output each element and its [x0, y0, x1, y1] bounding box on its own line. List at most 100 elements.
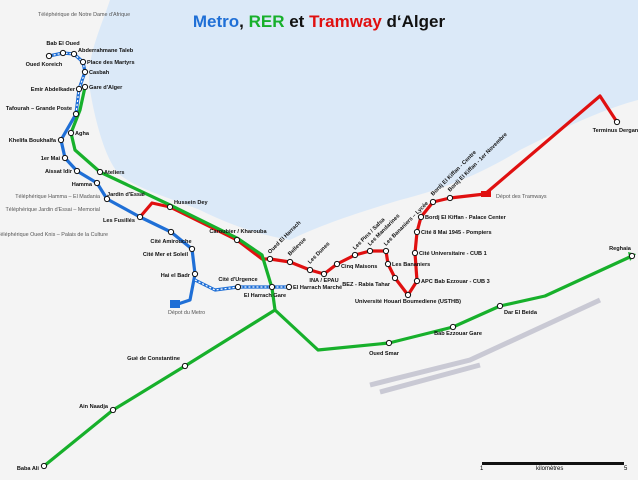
rer-station-label: Gué de Constantine	[127, 356, 180, 362]
tram-station-label: INA / EPAU	[309, 278, 338, 284]
metro-station-marker[interactable]	[167, 228, 175, 236]
map-note: Téléphérique Oued Knis – Palais de la Cu…	[0, 232, 108, 238]
tram-station-marker[interactable]	[446, 194, 454, 202]
map-note: Téléphérique de Notre Dame d'Afrique	[38, 12, 130, 18]
tram-station-marker[interactable]	[413, 277, 421, 285]
rer-station-label: Baba Ali	[17, 466, 40, 472]
rer-station-marker[interactable]	[233, 236, 241, 244]
tram-station-marker[interactable]	[391, 274, 399, 282]
tram-station-marker[interactable]	[351, 251, 359, 259]
tram-station-marker[interactable]	[613, 118, 621, 126]
rer-station-label: Reghaia	[609, 246, 632, 252]
rer-station-marker[interactable]	[628, 252, 636, 260]
scale-bar: 1 kilomètres 5	[478, 462, 628, 472]
tram-station-marker[interactable]	[413, 228, 421, 236]
rer-station-label: Caroubier / Kharouba	[209, 229, 267, 235]
metro-station-marker[interactable]	[234, 283, 242, 291]
rer-station-marker[interactable]	[67, 129, 75, 137]
metro-station-marker[interactable]	[188, 245, 196, 253]
tram-depot	[481, 191, 491, 197]
rer-station-label: Hussein Dey	[174, 200, 208, 206]
title-rest: d‘Alger	[381, 12, 446, 31]
tram-station-marker[interactable]	[266, 255, 274, 263]
rer-station-marker[interactable]	[449, 323, 457, 331]
rer-station-marker[interactable]	[81, 83, 89, 91]
title-sep: ,	[239, 12, 249, 31]
metro-station-label: El Harrach Gare	[244, 293, 286, 299]
metro-station-label: Jardin d'Essai	[107, 192, 145, 198]
metro-station-marker[interactable]	[79, 58, 87, 66]
metro-station-label: Casbah	[89, 70, 110, 76]
metro-station-label: Cité d'Urgence	[218, 277, 257, 283]
rer-station-marker[interactable]	[40, 462, 48, 470]
tram-station-label: Cité 8 Mai 1945 - Pompiers	[421, 230, 492, 236]
metro-station-label: Place des Martyrs	[87, 60, 135, 66]
tram-station-marker[interactable]	[384, 260, 392, 268]
metro-station-label: El Harrach Marché	[293, 285, 342, 291]
metro-station-label: Cité Mer et Soleil	[143, 252, 189, 258]
metro-station-marker[interactable]	[61, 154, 69, 162]
rer-station-label: Bab Ezzouar Gare	[434, 331, 482, 337]
metro-station-marker[interactable]	[285, 283, 293, 291]
rer-station-marker[interactable]	[496, 302, 504, 310]
tram-station-marker[interactable]	[429, 198, 437, 206]
metro-station-marker[interactable]	[93, 179, 101, 187]
rer-station-marker[interactable]	[166, 203, 174, 211]
tram-station-marker[interactable]	[411, 249, 419, 257]
metro-station-marker[interactable]	[57, 136, 65, 144]
rer-station-label: Dar El Beida	[504, 310, 538, 316]
map-note: Téléphérique Jardin d'Essai – Memorial	[5, 207, 100, 213]
title-tram: Tramway	[309, 12, 382, 31]
rer-station-label: Ateliers	[104, 170, 125, 176]
tram-station-label: Les Bananiers	[392, 262, 430, 268]
airport-runway	[369, 297, 602, 395]
metro-station-marker[interactable]	[72, 110, 80, 118]
scale-end: 5	[624, 466, 628, 472]
rer-station-label: Ain Naadja	[79, 404, 109, 410]
title-metro: Metro	[192, 12, 240, 31]
rer-station-marker[interactable]	[109, 406, 117, 414]
tram-station-label: Université Houari Boumediene (USTHB)	[355, 299, 461, 305]
sea	[89, 0, 638, 240]
tram-station-marker[interactable]	[382, 247, 390, 255]
metro-station-label: Tafourah – Grande Poste	[6, 106, 72, 112]
map-note: Dépot des Tramways	[496, 194, 547, 200]
rer-station-marker[interactable]	[96, 168, 104, 176]
rer-station-marker[interactable]	[385, 339, 393, 347]
title-et: et	[284, 12, 310, 31]
tram-station-marker[interactable]	[306, 266, 314, 274]
metro-station-marker[interactable]	[73, 167, 81, 175]
metro-station-marker[interactable]	[136, 213, 144, 221]
tram-station-marker[interactable]	[333, 260, 341, 268]
tram-station-marker[interactable]	[320, 270, 328, 278]
metro-station-marker[interactable]	[268, 283, 276, 291]
metro-station-label: Hamma	[72, 182, 93, 188]
tram-station-label: APC Bab Ezzouar - CUB 3	[421, 279, 490, 285]
tram-station-marker[interactable]	[417, 213, 425, 221]
metro-station-label: Hai el Badr	[161, 273, 191, 279]
metro-station-marker[interactable]	[75, 85, 83, 93]
metro-station-marker[interactable]	[45, 52, 53, 60]
scale-start: 1	[480, 466, 484, 472]
metro-station-marker[interactable]	[103, 195, 111, 203]
rer-station-marker[interactable]	[181, 362, 189, 370]
metro-station-label: Emir Abdelkader	[31, 87, 76, 93]
tram-station-label: BEZ - Rabia Tahar	[342, 282, 391, 288]
metro-station-label: Bab El Oued	[46, 41, 80, 47]
map-note: Dépot du Metro	[168, 310, 205, 316]
metro-station-label: Cité Amirouche	[150, 239, 191, 245]
tram-station-marker[interactable]	[404, 291, 412, 299]
tram-station-marker[interactable]	[366, 247, 374, 255]
metro-station-marker[interactable]	[81, 68, 89, 76]
scale-unit: kilomètres	[536, 466, 564, 472]
map-title: Metro, RER et Tramway d‘Alger	[0, 12, 638, 32]
map-note: Téléphérique Hamma – El Madania	[15, 194, 100, 200]
tram-station-marker[interactable]	[286, 258, 294, 266]
metro-station-marker[interactable]	[59, 49, 67, 57]
metro-station-marker[interactable]	[191, 270, 199, 278]
metro-station-marker[interactable]	[70, 50, 78, 58]
rer-station-label: Agha	[75, 131, 90, 137]
title-rer: RER	[248, 12, 285, 31]
